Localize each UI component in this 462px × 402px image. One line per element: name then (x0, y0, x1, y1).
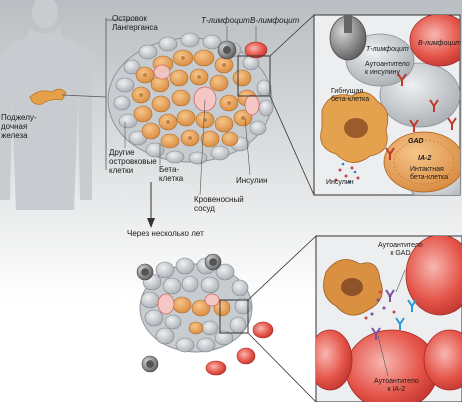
pancreas-pointer (61, 94, 107, 98)
human-silhouette (0, 0, 92, 210)
label-zoom1-insulin: Инсулин (326, 179, 354, 186)
zoom-box-bottom (219, 299, 249, 334)
b-cells-bottom (205, 321, 274, 376)
islet-bottom (139, 257, 253, 353)
down-arrow (147, 218, 155, 228)
label-t-cell: Т-лимфоцит (201, 16, 250, 25)
pointer-lines-top (124, 99, 251, 196)
label-zoom1-b-cell: В-лимфоцит (418, 40, 462, 47)
t-cell-top (217, 40, 237, 60)
label-after-years: Через несколько лет (127, 229, 204, 238)
zoom-panel-2 (315, 235, 462, 402)
islet-top (107, 32, 274, 165)
label-b-cell: В-лимфоцит (250, 16, 300, 25)
label-zoom1-t-cell: Т-лимфоцит (366, 46, 409, 53)
label-zoom1-ia2: IA-2 (418, 155, 432, 162)
pancreas (29, 88, 67, 105)
label-zoom1-gad: GAD (408, 138, 424, 145)
zoom-box-top (237, 55, 271, 97)
label-insulin: Инсулин (236, 176, 268, 185)
label-beta-cell: Бета-клетка (159, 165, 184, 183)
zoom-panel-1 (313, 14, 461, 196)
t-cells-bottom (136, 253, 222, 373)
